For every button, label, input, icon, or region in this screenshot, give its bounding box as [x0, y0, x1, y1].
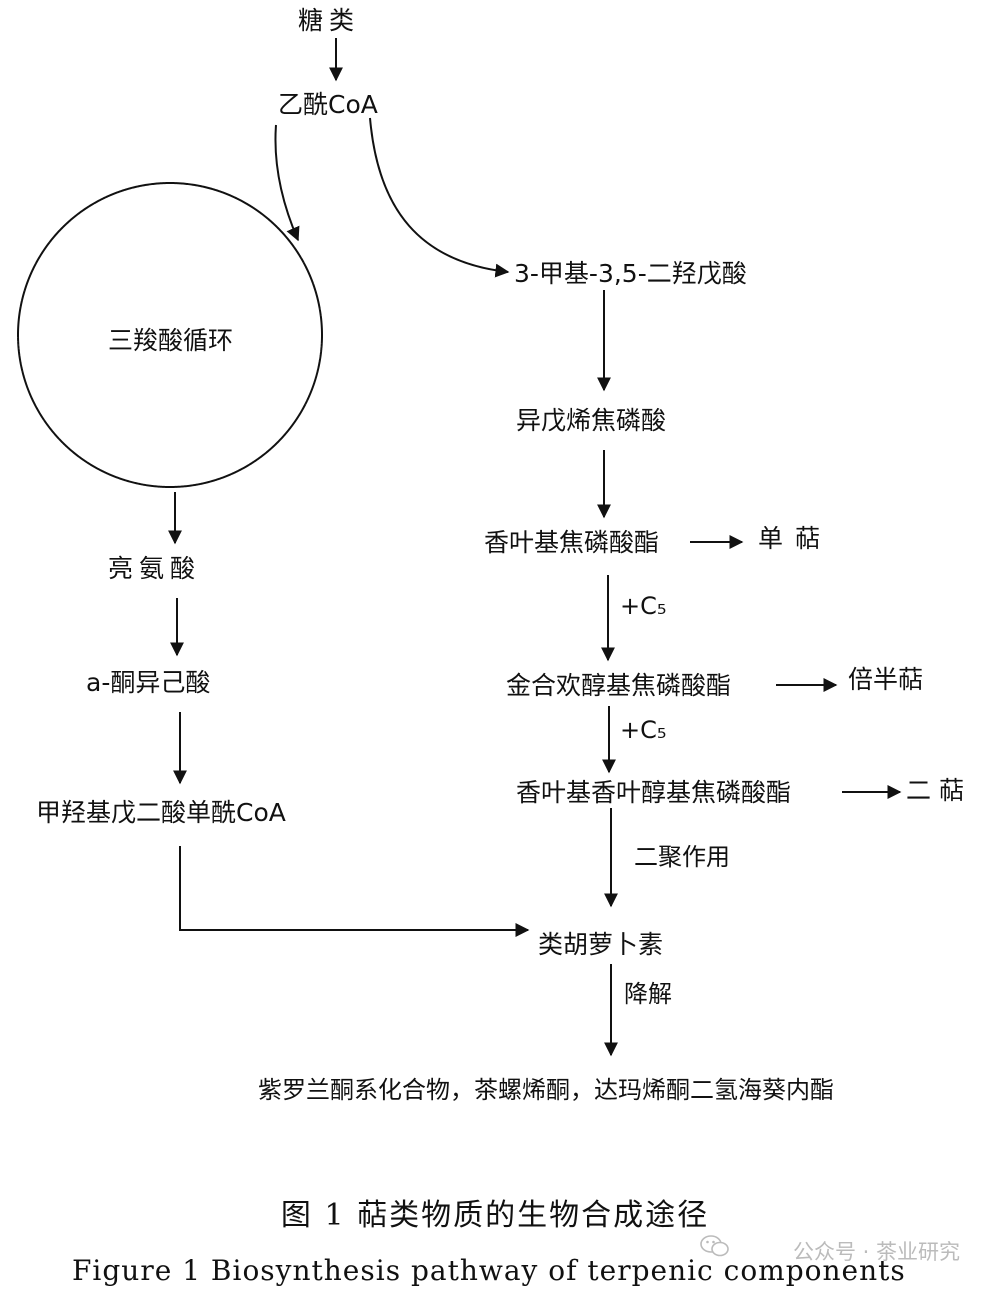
node-carotenoid: 类胡萝卜素 — [538, 930, 664, 959]
step-degradation: 降解 — [624, 980, 672, 1008]
node-ketoisocaproate: a-酮异己酸 — [86, 668, 211, 697]
wechat-icon — [700, 1235, 729, 1257]
node-monoterpene: 单萜 — [758, 524, 833, 553]
node-leucine: 亮氨酸 — [108, 554, 202, 583]
caption-chinese: 图 1 萜类物质的生物合成途径 — [280, 1198, 710, 1233]
node-sugar: 糖类 — [298, 6, 361, 35]
node-products: 紫罗兰酮系化合物，茶螺烯酮，达玛烯酮二氢海葵内酯 — [258, 1076, 834, 1104]
node-acetyl-coa: 乙酰CoA — [278, 90, 378, 119]
watermark-text: 公众号 · 茶业研究 — [792, 1240, 960, 1264]
node-mevalonate: 3-甲基-3,5-二羟戊酸 — [514, 259, 747, 288]
node-ipp: 异戊烯焦磷酸 — [516, 406, 667, 435]
node-tca-cycle: 三羧酸循环 — [108, 326, 234, 355]
node-sesquiterpene: 倍半萜 — [848, 665, 924, 694]
node-diterpene: 二萜 — [906, 776, 973, 805]
step-add-c5-first: +C₅ — [620, 592, 667, 620]
arrow-hmgcoa-carotenoid — [179, 846, 530, 937]
caption-english: Figure 1 Biosynthesis pathway of terpeni… — [72, 1254, 906, 1287]
tca-cycle-circle — [17, 182, 323, 488]
arrow-acetylcoa-tca — [274, 124, 300, 242]
node-ggpp: 香叶基香叶醇基焦磷酸酯 — [516, 778, 792, 807]
node-fpp: 金合欢醇基焦磷酸酯 — [506, 671, 732, 700]
step-add-c5-second: +C₅ — [620, 716, 667, 744]
node-gpp: 香叶基焦磷酸酯 — [484, 528, 660, 557]
node-hmg-coa: 甲羟基戊二酸单酰CoA — [36, 798, 286, 827]
arrow-acetylcoa-mevalonate — [369, 117, 510, 278]
step-dimerization: 二聚作用 — [634, 843, 730, 871]
